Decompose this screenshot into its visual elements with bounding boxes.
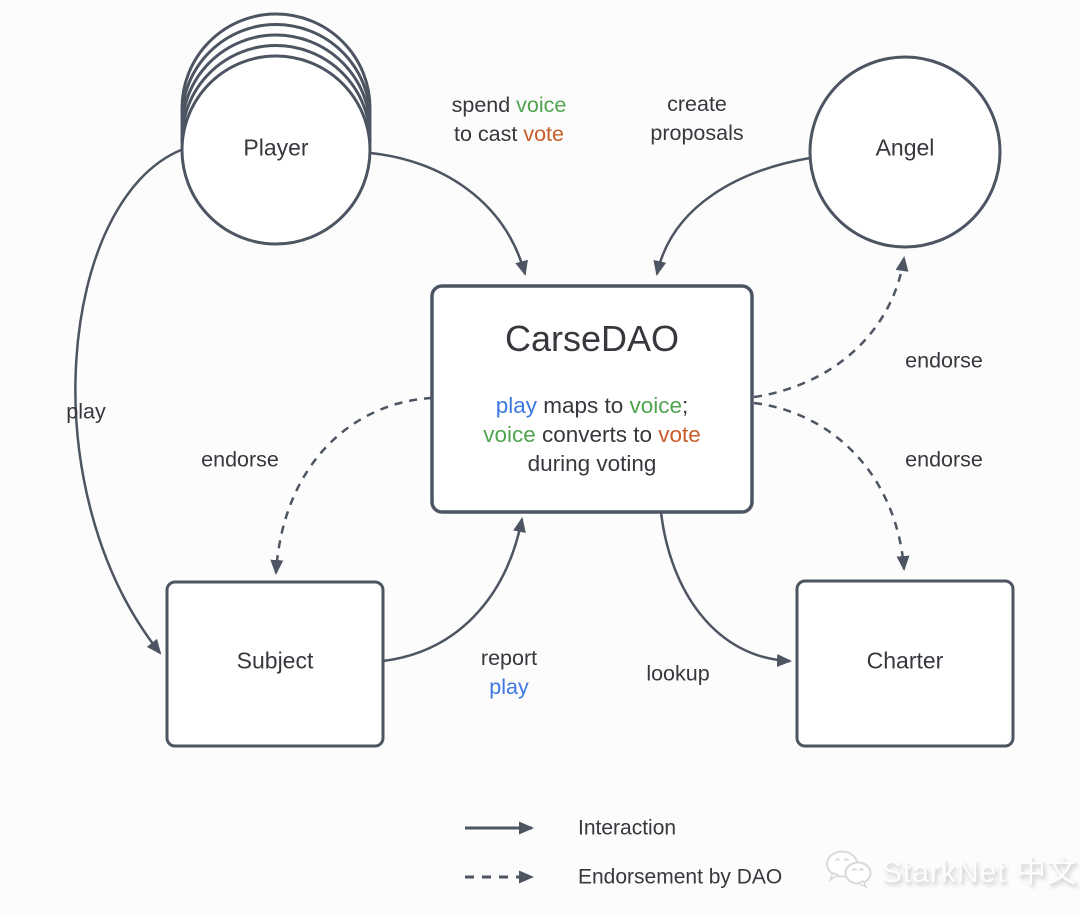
report-word: report: [480, 646, 538, 670]
label-endorse-charter: endorse: [905, 447, 983, 472]
vote-word: vote: [523, 122, 564, 146]
spend-word: spend: [451, 93, 517, 117]
body-converts-to: converts to: [535, 422, 659, 447]
label-spend-voice-cast-vote: spend voice to cast vote: [452, 91, 567, 149]
angel-label: Angel: [875, 134, 935, 161]
player-label: Player: [243, 134, 309, 161]
edge-angel-to-carsedao: [653, 156, 811, 276]
label-report-play: report play: [481, 644, 537, 702]
body-voice-word: voice: [629, 393, 683, 418]
carsedao-body-line2: voice converts to vote: [432, 420, 752, 449]
subject-box: [165, 580, 385, 748]
subject-label: Subject: [236, 647, 314, 674]
charter-box: [795, 579, 1015, 748]
angel-circle: [808, 55, 1002, 249]
carsedao-body: play maps to voice; voice converts to vo…: [432, 391, 752, 478]
legend-endorsement-label: Endorsement by DAO: [578, 865, 783, 889]
carsedao-title: CarseDAO: [504, 318, 680, 359]
label-endorse-subject: endorse: [201, 447, 279, 472]
voice-word: voice: [516, 93, 567, 117]
label-play: play: [66, 399, 106, 424]
label-endorse-angel: endorse: [905, 348, 983, 373]
carsedao-body-line1: play maps to voice;: [432, 391, 752, 420]
watermark-text: StarkNet 中文: [882, 856, 1079, 889]
edge-carsedao-to-charter-endorse: [753, 401, 910, 571]
wechat-icon: [826, 850, 872, 889]
label-spend-line1: spend voice: [452, 91, 567, 120]
player-node: [180, 12, 372, 246]
edge-player-to-subject: [74, 148, 182, 655]
label-lookup: lookup: [646, 661, 710, 686]
label-spend-line2: to cast vote: [452, 120, 567, 149]
legend-interaction-label: Interaction: [578, 816, 677, 840]
edge-carsedao-to-charter: [659, 511, 792, 667]
charter-label: Charter: [866, 647, 944, 674]
watermark: StarkNet 中文: [822, 842, 1078, 896]
body-voice-word2: voice: [483, 422, 536, 447]
body-maps-to: maps to: [536, 393, 630, 418]
edge-carsedao-to-angel-endorse: [753, 256, 909, 399]
player-circle: [180, 54, 372, 246]
carsedao-body-line3: during voting: [527, 451, 657, 476]
to-cast-word: to cast: [454, 122, 524, 146]
label-create-proposals: create proposals: [650, 90, 743, 148]
edge-subject-to-carsedao: [382, 517, 526, 663]
proposals-word: proposals: [650, 121, 744, 145]
edge-carsedao-to-subject-endorse: [270, 396, 433, 575]
body-vote-word: vote: [658, 422, 701, 447]
create-word: create: [667, 92, 727, 116]
body-play-word: play: [495, 393, 537, 418]
body-semicolon: ;: [682, 393, 689, 418]
play-word: play: [489, 675, 529, 699]
edge-player-to-carsedao: [369, 151, 528, 276]
